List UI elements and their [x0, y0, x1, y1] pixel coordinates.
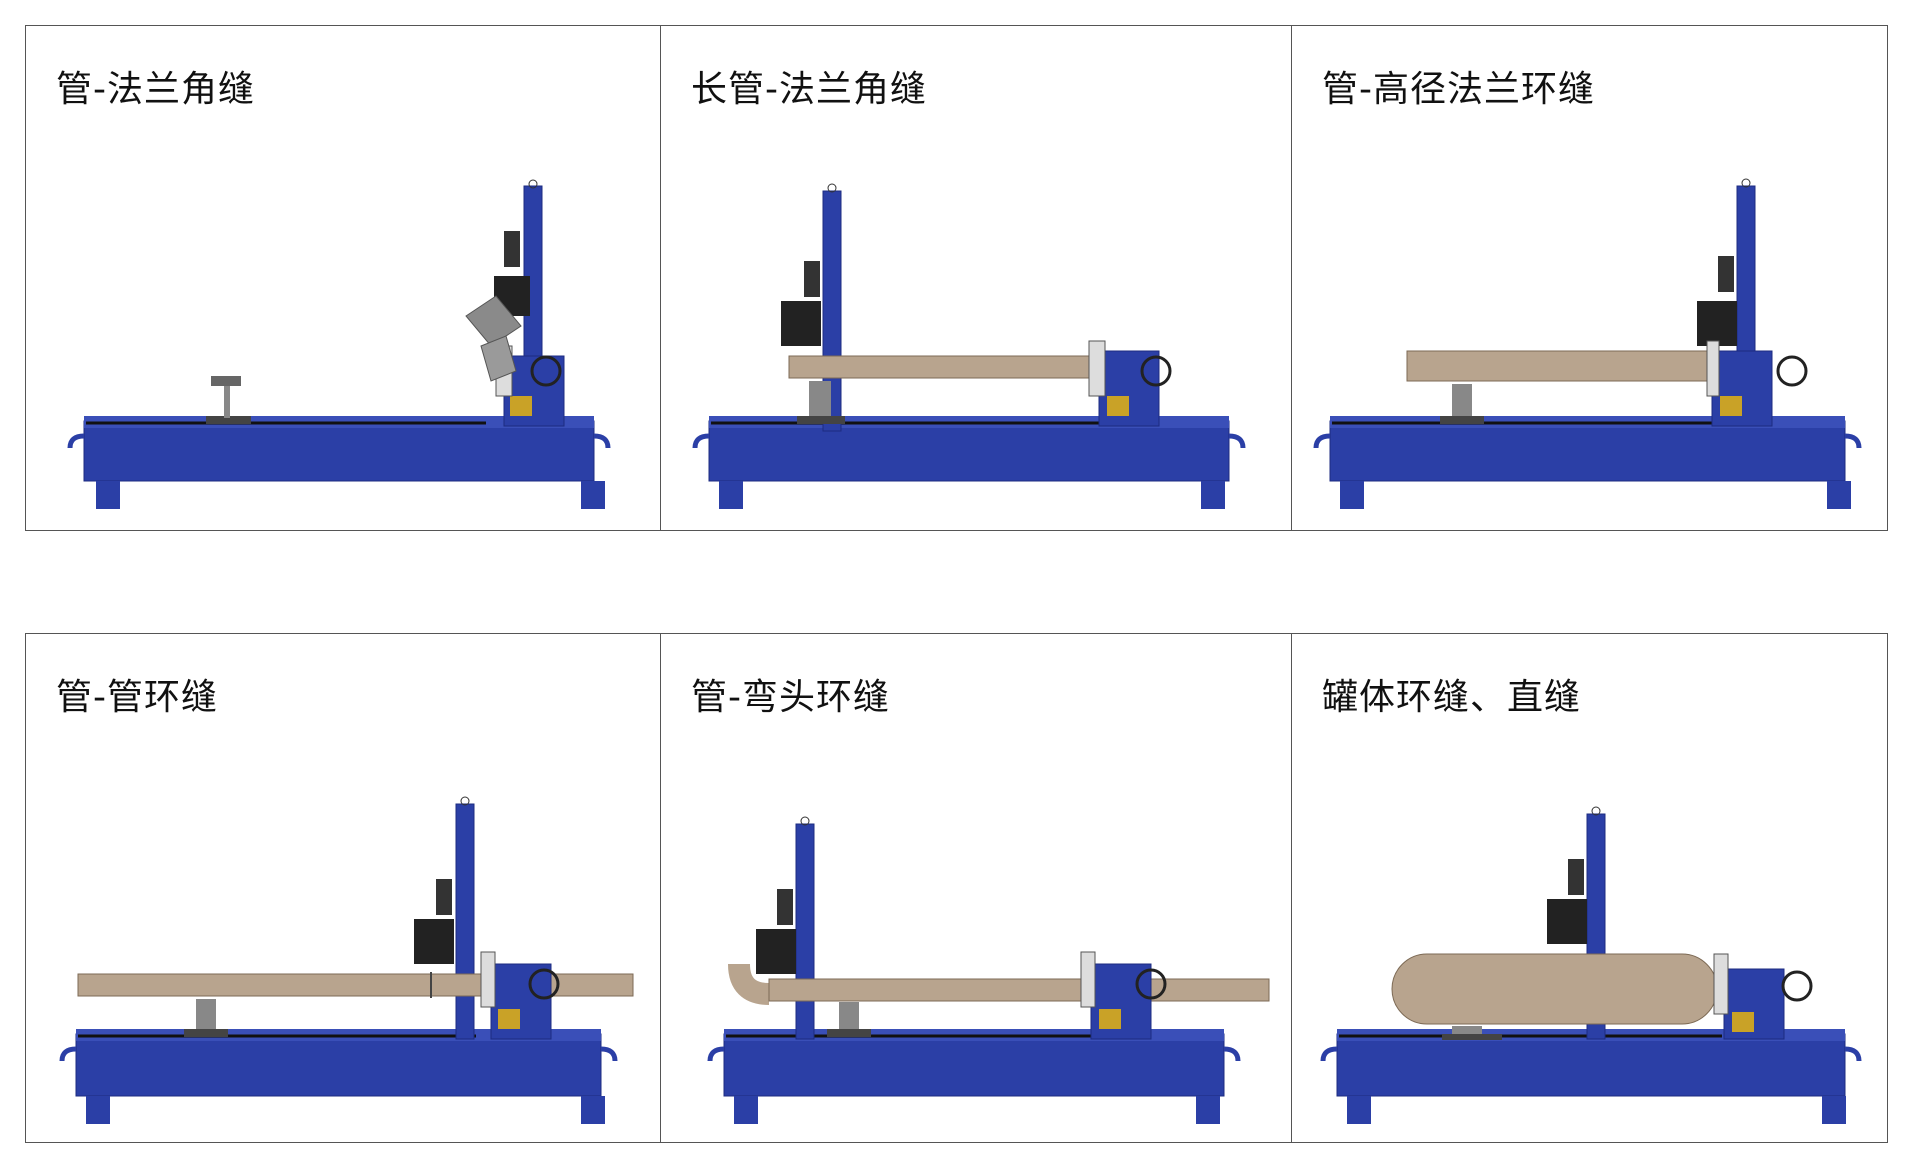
- motor: [504, 231, 520, 267]
- panel-title: 管-管环缝: [56, 677, 218, 718]
- vertical-column: [795, 823, 815, 1040]
- panel-tank: 罐体环缝、直缝: [1291, 633, 1888, 1143]
- panel-title: 管-高径法兰环缝: [1322, 69, 1595, 110]
- panel-pipe-elbow: 管-弯头环缝: [660, 633, 1292, 1143]
- pipe: [788, 355, 1090, 379]
- elbow-pipe: [728, 963, 770, 1005]
- vertical-column: [455, 803, 475, 1040]
- base-frame: [708, 420, 1230, 482]
- pipe: [1406, 350, 1713, 382]
- base-foot-left: [96, 481, 120, 509]
- panel-long-pipe-flange: 长管-法兰角缝: [660, 25, 1292, 531]
- base-foot-right: [581, 481, 605, 509]
- base-frame: [83, 420, 595, 482]
- tank: [1391, 953, 1718, 1025]
- welding-positioner-diagram: [1320, 806, 1862, 1124]
- welding-positioner-diagram: [707, 816, 1270, 1124]
- welding-positioner-diagram: [59, 796, 634, 1124]
- base-frame: [1336, 1033, 1846, 1097]
- panel-title: 管-法兰角缝: [56, 69, 255, 110]
- welding-positioner-diagram: [67, 179, 611, 509]
- welding-positioner-diagram: [1313, 178, 1862, 509]
- base-frame: [75, 1033, 602, 1097]
- panel-pipe-high-flange: 管-高径法兰环缝: [1291, 25, 1888, 531]
- pipe: [768, 978, 1270, 1002]
- panel-title: 罐体环缝、直缝: [1322, 677, 1582, 718]
- base-frame: [723, 1033, 1225, 1097]
- panel-pipe-pipe: 管-管环缝: [25, 633, 661, 1143]
- panel-title: 长管-法兰角缝: [691, 69, 927, 110]
- panel-flange-fillet: 管-法兰角缝: [25, 25, 661, 531]
- base-frame: [1329, 420, 1846, 482]
- panel-title: 管-弯头环缝: [691, 677, 890, 718]
- welding-positioner-diagram: [692, 183, 1246, 509]
